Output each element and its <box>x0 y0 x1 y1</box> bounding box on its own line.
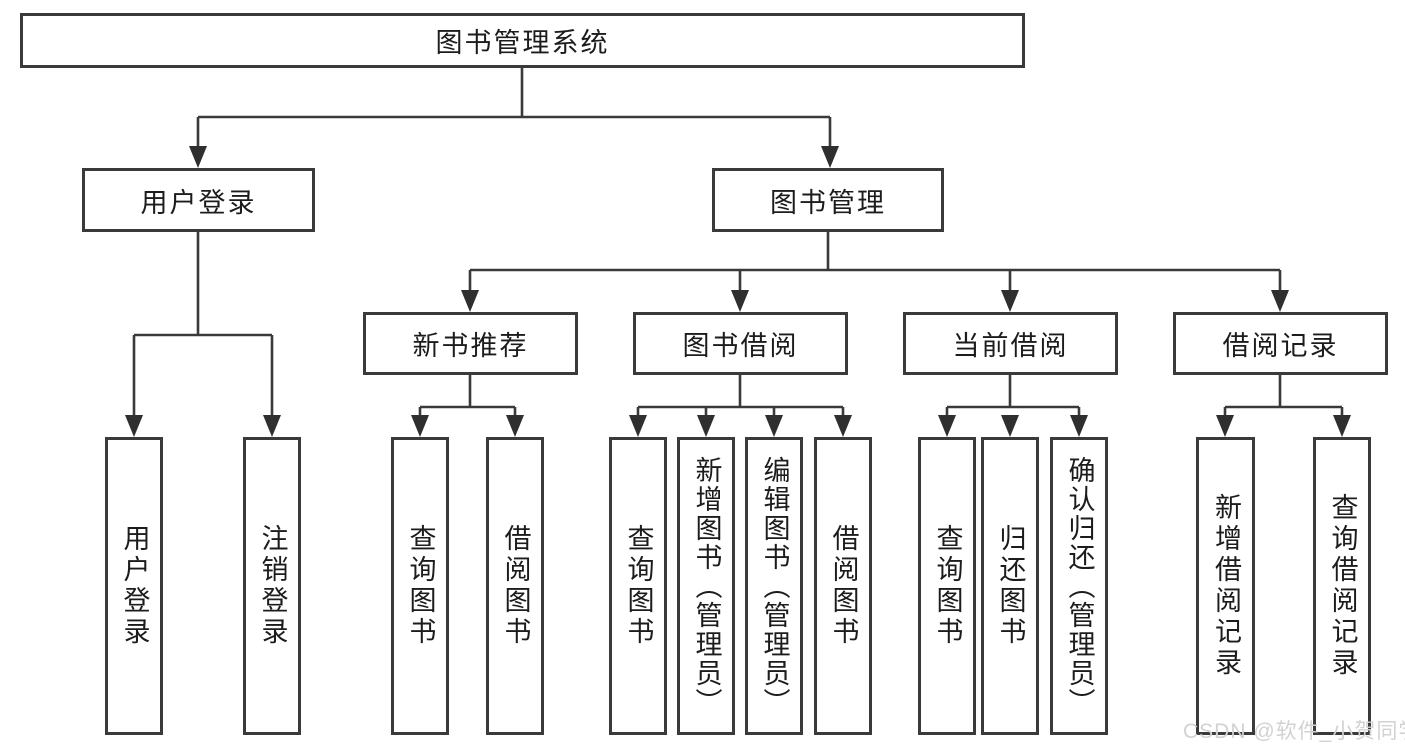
node-current-borrow: 当前借阅 <box>903 312 1118 375</box>
leaf-borrow-query-book: 查询图书 <box>609 437 667 735</box>
leaf-query-borrow-record: 查询借阅记录 <box>1313 437 1371 735</box>
node-new-book-recommend: 新书推荐 <box>363 312 578 375</box>
node-book-management-branch: 图书管理 <box>712 168 944 232</box>
leaf-edit-book-admin: 编辑图书（管理员） <box>745 437 803 735</box>
leaf-logout: 注销登录 <box>243 437 301 735</box>
leaf-add-book-admin: 新增图书（管理员） <box>677 437 735 735</box>
leaf-borrow-book: 借阅图书 <box>814 437 872 735</box>
leaf-recommend-borrow-book: 借阅图书 <box>486 437 544 735</box>
arrowhead-icons <box>125 146 1351 437</box>
node-book-borrow: 图书借阅 <box>633 312 848 375</box>
leaf-current-query-book: 查询图书 <box>918 437 976 735</box>
node-borrow-record: 借阅记录 <box>1173 312 1388 375</box>
leaf-user-login: 用户登录 <box>105 437 163 735</box>
leaf-confirm-return-admin: 确认归还（管理员） <box>1050 437 1108 735</box>
leaf-recommend-query-book: 查询图书 <box>391 437 449 735</box>
node-system-root: 图书管理系统 <box>20 13 1025 68</box>
csdn-watermark: CSDN @软件_小贺同学 <box>1183 720 1405 743</box>
node-user-login-branch: 用户登录 <box>82 168 315 232</box>
leaf-add-borrow-record: 新增借阅记录 <box>1196 437 1255 735</box>
leaf-return-book: 归还图书 <box>981 437 1039 735</box>
